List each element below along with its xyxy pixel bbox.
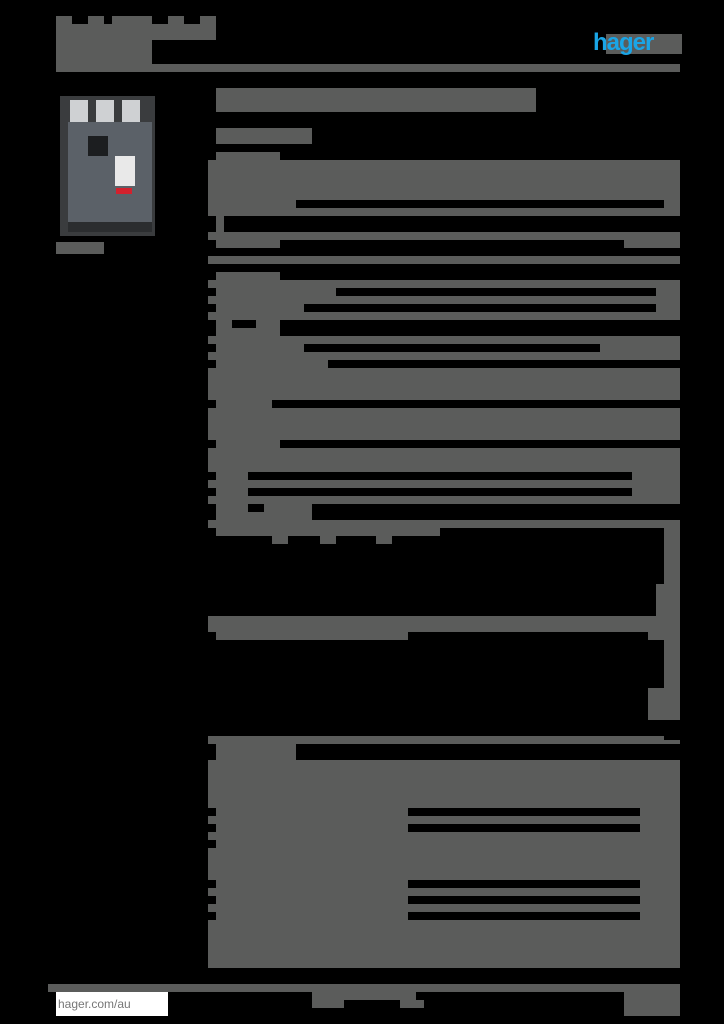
footer-rule: [48, 984, 680, 992]
hager-logo[interactable]: hager: [593, 29, 654, 56]
product-title-redacted: [216, 88, 536, 112]
header-subtitle-redacted: [56, 40, 152, 64]
footer-page-redacted: [624, 992, 680, 1016]
product-ref-redacted: [216, 128, 312, 144]
footer-rule-top: [208, 960, 680, 968]
footer-center-redacted: [312, 992, 416, 1000]
logo-backing: [606, 34, 682, 54]
spec-table-large: [208, 760, 680, 968]
diagram-2-heading-redacted: [208, 616, 672, 632]
website-link[interactable]: hager.com/au: [56, 992, 168, 1016]
product-caption-redacted: [56, 242, 104, 254]
spec-table-2: [216, 272, 280, 280]
section-heading-redacted: [216, 152, 280, 160]
header-rule: [56, 64, 680, 72]
diagram-1-border: [664, 520, 680, 720]
product-image: [60, 96, 155, 236]
